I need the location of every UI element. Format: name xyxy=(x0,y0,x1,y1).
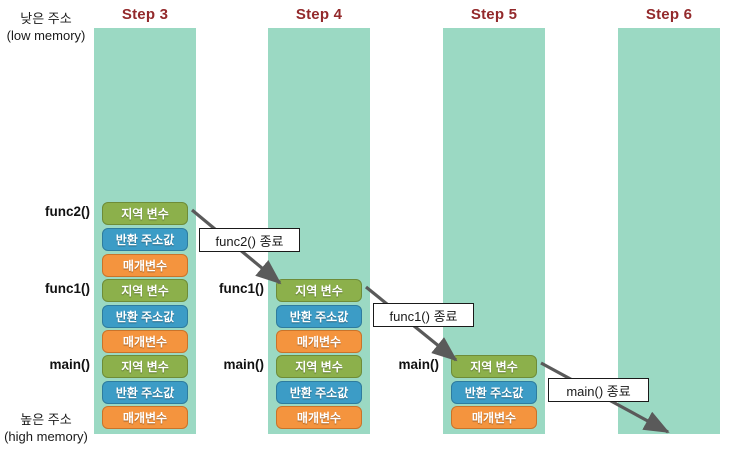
fn-label-step4-main: main() xyxy=(223,357,265,372)
frame-box-return-address: 반환 주소값 xyxy=(102,305,188,328)
fn-label-step4-func1: func1() xyxy=(219,281,264,296)
frame-box-return-address: 반환 주소값 xyxy=(451,381,537,404)
fn-label-step3-main: main() xyxy=(49,357,91,372)
frame-box-local-variable: 지역 변수 xyxy=(102,355,188,378)
frame-box-return-address: 반환 주소값 xyxy=(276,381,362,404)
callout-main-exit: main() 종료 xyxy=(548,378,649,402)
callout-func2-exit: func2() 종료 xyxy=(199,228,300,252)
frame-box-parameter: 매개변수 xyxy=(102,406,188,429)
fn-label-step5-main: main() xyxy=(398,357,440,372)
frame-box-local-variable: 지역 변수 xyxy=(102,279,188,302)
high-memory-label-en: (high memory) xyxy=(4,429,88,444)
frame-box-local-variable: 지역 변수 xyxy=(102,202,188,225)
frame-box-parameter: 매개변수 xyxy=(451,406,537,429)
frame-box-return-address: 반환 주소값 xyxy=(102,228,188,251)
step-title-6: Step 6 xyxy=(645,6,693,23)
fn-label-step3-func2: func2() xyxy=(45,204,90,219)
low-memory-label: 낮은 주소 (low memory) xyxy=(0,10,92,44)
frame-box-parameter: 매개변수 xyxy=(276,330,362,353)
step-title-5: Step 5 xyxy=(470,6,518,23)
step-title-4: Step 4 xyxy=(295,6,343,23)
fn-label-step3-func1: func1() xyxy=(45,281,90,296)
frame-box-local-variable: 지역 변수 xyxy=(276,355,362,378)
low-memory-label-en: (low memory) xyxy=(6,28,86,43)
high-memory-label: 높은 주소 (high memory) xyxy=(0,411,92,445)
frame-box-local-variable: 지역 변수 xyxy=(276,279,362,302)
frame-box-parameter: 매개변수 xyxy=(102,330,188,353)
frame-box-parameter: 매개변수 xyxy=(276,406,362,429)
high-memory-label-ko: 높은 주소 xyxy=(20,412,72,427)
frame-box-parameter: 매개변수 xyxy=(102,254,188,277)
frame-box-return-address: 반환 주소값 xyxy=(276,305,362,328)
step-title-3: Step 3 xyxy=(121,6,169,23)
frame-box-local-variable: 지역 변수 xyxy=(451,355,537,378)
low-memory-label-ko: 낮은 주소 xyxy=(20,11,72,26)
frame-box-return-address: 반환 주소값 xyxy=(102,381,188,404)
callout-func1-exit: func1() 종료 xyxy=(373,303,474,327)
memory-column-step-6 xyxy=(618,28,720,434)
